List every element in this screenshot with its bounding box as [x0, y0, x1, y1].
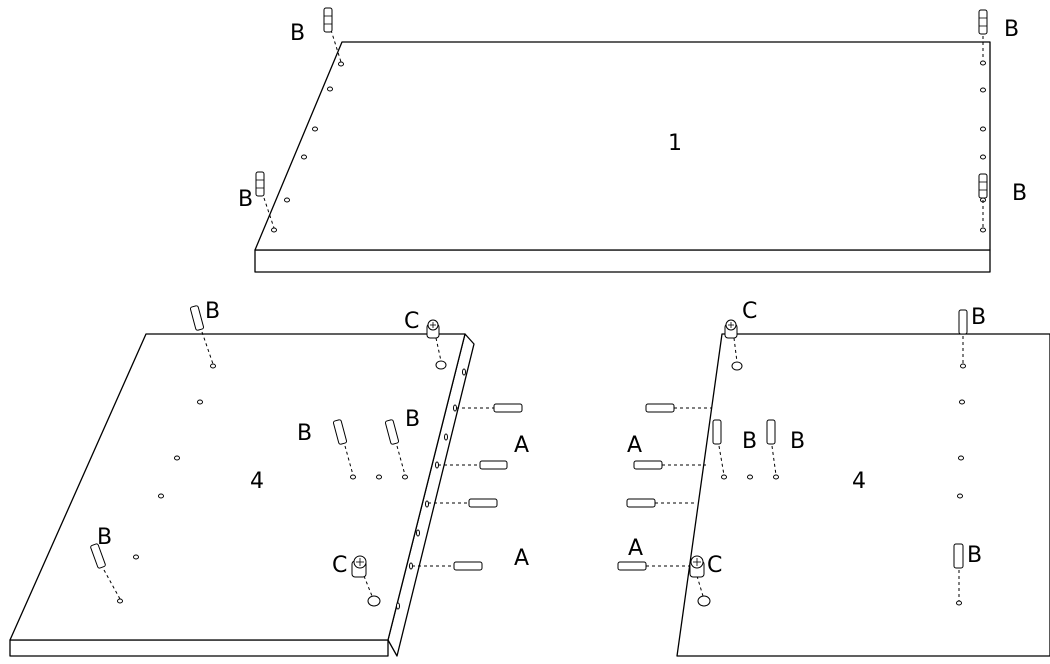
peg-b: [766, 419, 777, 476]
panel-1: 1 B B B B: [238, 7, 1027, 273]
peg-b: [323, 7, 342, 63]
label-a: A: [514, 433, 529, 458]
label-b: B: [971, 305, 986, 330]
dowel-a: [456, 403, 523, 413]
label-b: B: [1004, 17, 1019, 42]
cam-lock-c: [689, 555, 705, 597]
peg-b: [255, 171, 275, 229]
label-b: B: [967, 543, 982, 568]
label-a: A: [514, 546, 529, 571]
peg-b: [958, 309, 968, 364]
label-b: B: [790, 429, 805, 454]
label-c: C: [404, 309, 419, 334]
label-b: B: [405, 407, 420, 432]
peg-b: [953, 543, 964, 601]
label-c: C: [332, 553, 347, 578]
dowel-a: [428, 498, 498, 508]
label-b: B: [742, 429, 757, 454]
label-a: A: [628, 536, 643, 561]
panel-4-left-holes: [117, 360, 466, 610]
cam-lock-c: [351, 555, 373, 597]
cam-lock-c: [426, 319, 442, 362]
panel-4-right-number: 4: [852, 469, 866, 494]
label-b: B: [238, 187, 253, 212]
label-c: C: [742, 299, 757, 324]
peg-b: [978, 173, 988, 228]
peg-b: [712, 419, 725, 476]
peg-b: [978, 9, 988, 60]
label-b: B: [290, 21, 305, 46]
label-b: B: [97, 525, 112, 550]
cam-lock-c: [724, 319, 738, 363]
label-a: A: [627, 433, 642, 458]
dowel-a: [626, 498, 697, 508]
panel-1-number: 1: [668, 131, 682, 156]
peg-b: [384, 419, 406, 476]
label-b: B: [297, 421, 312, 446]
dowel-a: [645, 403, 712, 413]
panel-4-left: 4 B B B B: [9, 299, 529, 657]
label-b: B: [1012, 181, 1027, 206]
peg-b: [189, 305, 214, 365]
panel-4-right: 4 B B B B: [617, 299, 1050, 657]
dowel-a: [617, 561, 690, 571]
label-c: C: [707, 553, 722, 578]
dowel-a: [412, 561, 483, 571]
panel-4-right-holes: [697, 361, 966, 607]
peg-b: [332, 419, 354, 476]
dowel-a: [633, 460, 706, 470]
dowel-a: [438, 460, 508, 470]
label-b: B: [205, 299, 220, 324]
panel-1-holes: [271, 60, 986, 233]
panel-4-left-number: 4: [250, 469, 264, 494]
peg-b: [90, 543, 121, 600]
